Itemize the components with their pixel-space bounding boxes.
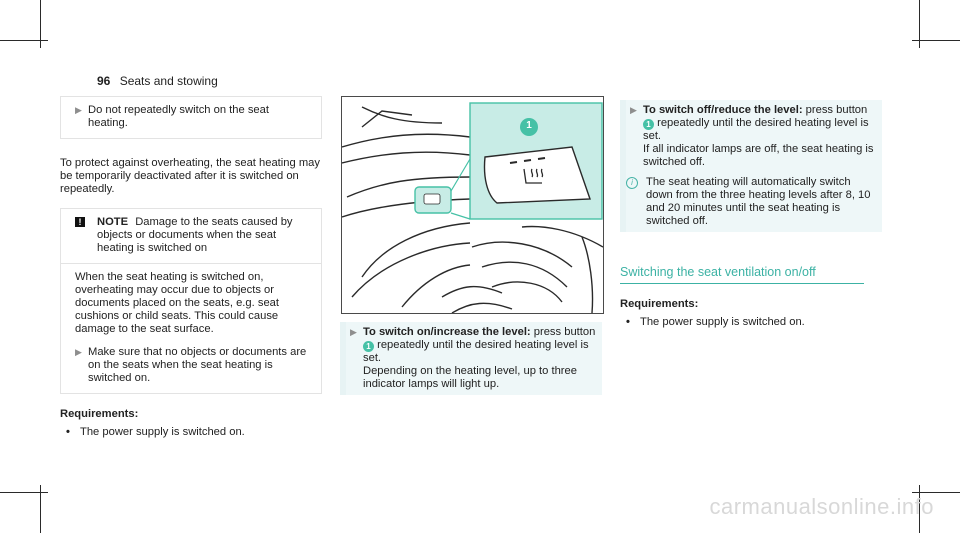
info-circle-icon: i [626,177,638,189]
step-text: repeatedly until the desired heating lev… [363,339,589,364]
requirement-item: • The power supply is switched on. [60,426,322,439]
column-left: ▶ Do not repeatedly switch on the seat h… [60,96,322,439]
column-right: ▶ To switch off/reduce the level: press … [620,100,882,329]
note-box: ! NOTE Damage to the seats caused by obj… [60,208,322,394]
watermark: carmanualsonline.info [709,494,934,519]
seat-heating-icon [523,168,544,184]
triangle-right-icon: ▶ [75,347,82,357]
crop-mark [0,492,48,493]
car-door-illustration [342,102,603,313]
step-detail: If all indicator lamps are off, the seat… [643,143,874,168]
page-header: 96 Seats and stowing [97,74,218,88]
callout-number: 1 [363,341,374,352]
note-label: NOTE [97,216,129,228]
crop-mark [919,0,920,48]
requirements-heading: Requirements: [60,408,139,420]
crop-mark [919,485,920,533]
requirement-text: The power supply is switched on. [80,426,245,438]
crop-mark [912,40,960,41]
requirement-item: • The power supply is switched on. [620,316,882,329]
step-text: Do not repeatedly switch on the seat hea… [88,104,269,129]
crop-mark [40,0,41,48]
bullet-dot: • [626,316,630,328]
crop-mark [40,485,41,533]
step-text: press button [530,326,596,338]
step-box: ▶ To switch on/increase the level: press… [340,322,602,395]
triangle-right-icon: ▶ [350,327,357,337]
requirements-heading: Requirements: [620,298,699,310]
paragraph: To protect against overheating, the seat… [60,157,320,195]
triangle-right-icon: ▶ [630,105,637,115]
divider [61,263,321,264]
step-box: ▶ To switch off/reduce the level: press … [620,100,882,232]
step-detail: Depending on the heating level, up to th… [363,365,577,390]
requirement-text: The power supply is switched on. [640,316,805,328]
note-body: When the seat heating is switched on, ov… [75,271,279,335]
crop-mark [912,492,960,493]
triangle-right-icon: ▶ [75,105,82,115]
step-heading: To switch off/reduce the level: [643,104,803,116]
figure-callout: 1 [526,120,532,131]
column-middle: ▶ To switch on/increase the level: press… [340,322,602,395]
step-text: repeatedly until the desired heating lev… [643,117,869,142]
page-number: 96 [97,74,111,88]
callout-number: 1 [643,119,654,130]
section-name: Seats and stowing [119,74,218,88]
seat-heating-figure: 1 [341,96,604,314]
section-heading: Switching the seat ventilation on/off [620,266,864,284]
bullet-dot: • [66,426,70,438]
note-title: Damage to the seats caused by objects or… [97,216,293,254]
step-box: ▶ Do not repeatedly switch on the seat h… [60,96,322,139]
step-text: press button [802,104,868,116]
crop-mark [0,40,48,41]
step-heading: To switch on/increase the level: [363,326,531,338]
note-step-text: Make sure that no objects or documents a… [88,346,307,384]
warning-exclamation-icon: ! [75,217,85,227]
info-text: The seat heating will automatically swit… [646,176,871,227]
